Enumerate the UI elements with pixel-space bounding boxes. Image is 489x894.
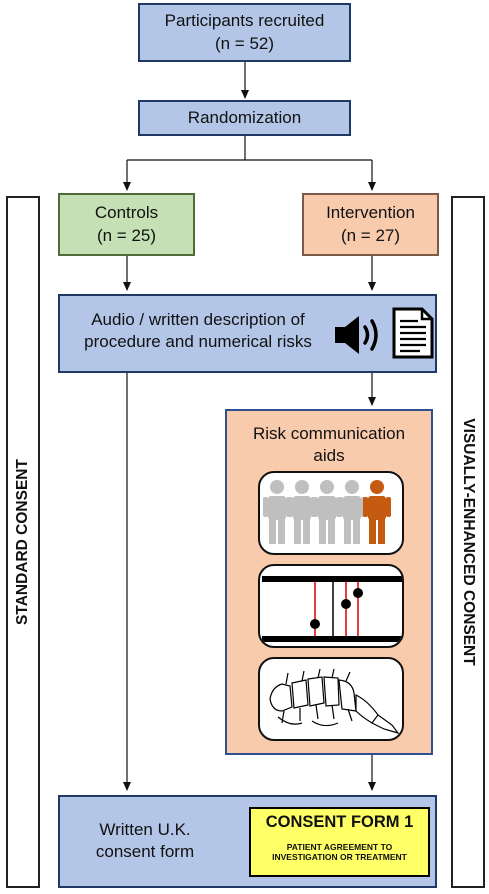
risk-communication-aids-panel: Risk communication aids: [225, 409, 433, 755]
visually-enhanced-consent-label: VISUALLY-ENHANCED CONSENT: [460, 418, 477, 666]
participants-recruited-box: Participants recruited (n = 52): [138, 3, 351, 62]
consent-form-document: CONSENT FORM 1 PATIENT AGREEMENT TO INVE…: [249, 807, 430, 877]
intervention-box: Intervention (n = 27): [302, 193, 439, 256]
risk-communication-aids-title: Risk communication aids: [252, 424, 406, 466]
written-consent-form-box: Written U.K. consent form CONSENT FORM 1…: [58, 795, 437, 888]
standard-consent-label: STANDARD CONSENT: [14, 459, 31, 625]
people-icon: [263, 480, 391, 544]
visually-enhanced-consent-panel: VISUALLY-ENHANCED CONSENT: [451, 196, 485, 888]
spine-icon: [269, 668, 400, 735]
spine-illustration-card: [258, 657, 404, 741]
standard-consent-panel: STANDARD CONSENT: [6, 196, 40, 888]
risk-scale-card: [258, 564, 404, 648]
randomization-box: Randomization: [138, 100, 351, 136]
consent-form-title: CONSENT FORM 1: [265, 813, 414, 831]
people-pictogram-card: [258, 471, 404, 555]
written-uk-consent-form-text: Written U.K. consent form: [95, 820, 195, 862]
speaker-icon: [335, 316, 378, 354]
risk-scale-icon: [262, 576, 402, 642]
audio-written-description-text: Audio / written description of procedure…: [84, 310, 312, 352]
document-icon: [392, 307, 434, 359]
audio-written-description-box: Audio / written description of procedure…: [58, 294, 437, 373]
controls-box: Controls (n = 25): [58, 193, 195, 256]
consent-form-subtitle: PATIENT AGREEMENT TO INVESTIGATION OR TR…: [272, 841, 407, 863]
